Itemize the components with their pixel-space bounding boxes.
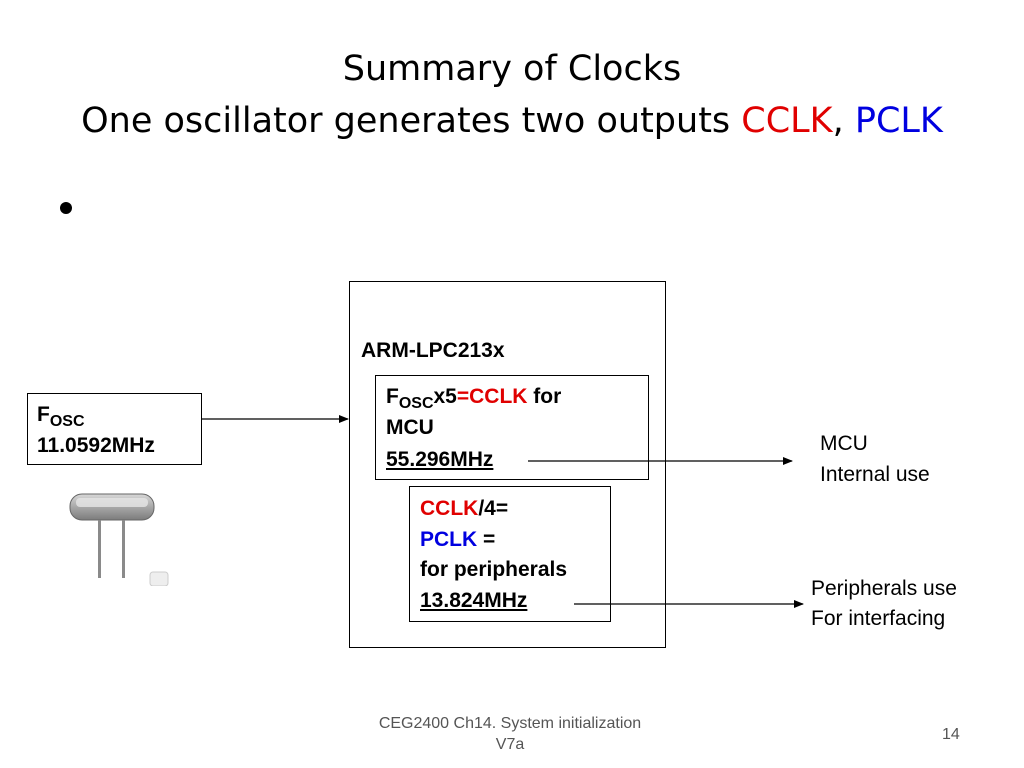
- chip-label: ARM-LPC213x: [361, 339, 505, 362]
- slide-title: Summary of Clocks: [342, 49, 682, 89]
- peripherals-output-desc: For interfacing: [811, 607, 946, 630]
- peripherals-output-label: Peripherals use: [811, 577, 957, 600]
- bullet-point: [60, 202, 72, 214]
- page-number: 14: [942, 726, 960, 743]
- footer: CEG2400 Ch14. System initialization V7a: [360, 714, 660, 756]
- cclk-frequency: 55.296MHz: [386, 448, 494, 471]
- subtitle-pclk: PCLK: [854, 101, 943, 141]
- mcu-output-label: MCU: [820, 432, 868, 455]
- subtitle-prefix: One oscillator generates two outputs: [81, 101, 742, 141]
- oscillator-box: [27, 393, 202, 465]
- footer-course: CEG2400 Ch14. System initialization: [378, 715, 642, 732]
- cclk-formula: FOSCx5=CCLK for: [386, 385, 562, 412]
- crystal-oscillator-icon: [69, 493, 169, 586]
- cclk-mcu-label: MCU: [386, 416, 434, 439]
- oscillator-label: FOSC: [37, 403, 85, 430]
- footer-version: V7a: [495, 735, 525, 753]
- subtitle-comma: ,: [832, 101, 855, 141]
- slide-subtitle: One oscillator generates two outputs CCL…: [0, 100, 1024, 142]
- cclk-box: [375, 375, 649, 480]
- subtitle-cclk: CCLK: [741, 101, 833, 141]
- oscillator-frequency: 11.0592MHz: [37, 434, 155, 457]
- pclk-frequency: 13.824MHz: [420, 589, 528, 612]
- pclk-formula: CCLK/4=: [420, 497, 509, 520]
- pclk-for-peripherals: for peripherals: [420, 558, 568, 581]
- pclk-label: PCLK =: [420, 528, 496, 551]
- pclk-box: [409, 486, 611, 622]
- mcu-output-desc: Internal use: [820, 463, 930, 486]
